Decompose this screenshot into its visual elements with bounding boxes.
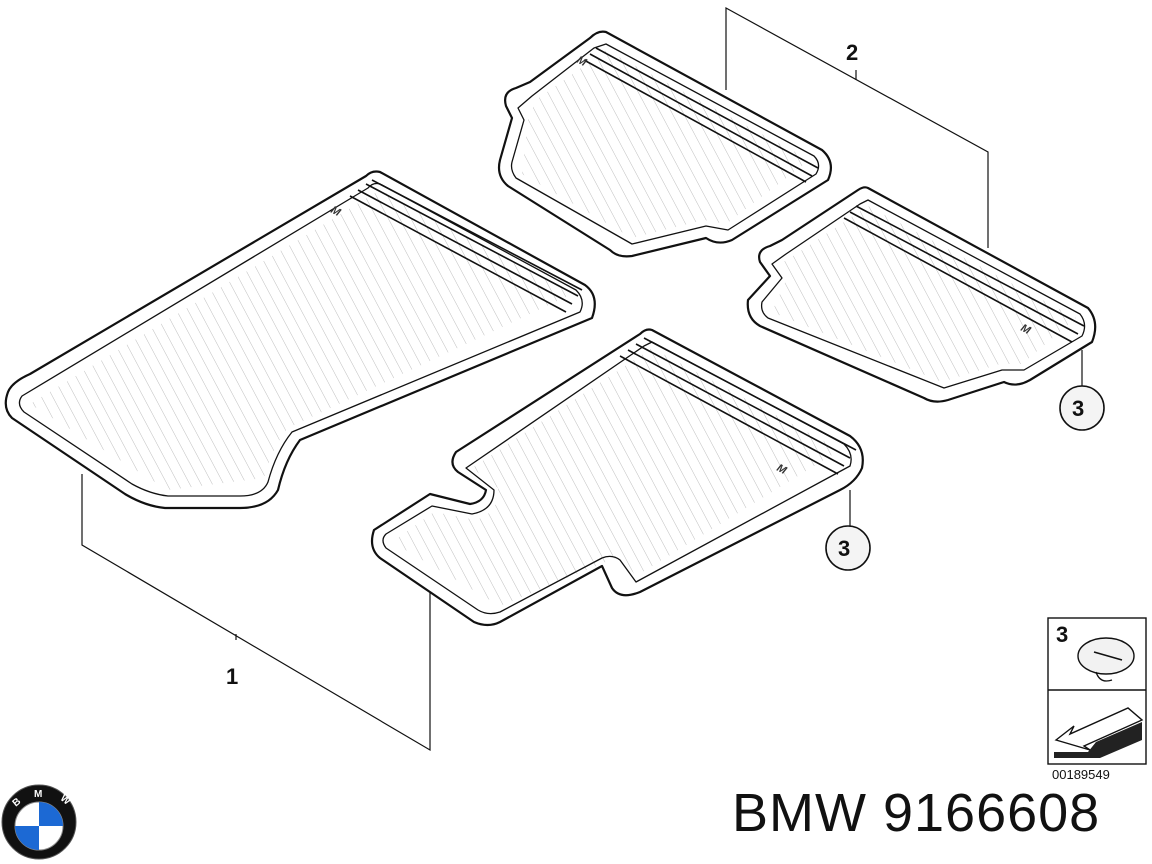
callout-1: 1 [226, 664, 238, 689]
callout-3-rear: 3 [1059, 350, 1105, 431]
svg-text:3: 3 [1072, 396, 1084, 421]
logo-letter-m: M [34, 789, 42, 800]
part-number-title: BMW 9166608 [732, 783, 1101, 843]
front-left-mat: M [4, 170, 596, 510]
rear-right-mat: M [746, 186, 1097, 403]
inset-number: 3 [1056, 622, 1068, 647]
callout-2: 2 [846, 40, 858, 65]
direction-arrow-icon [1054, 707, 1144, 758]
front-right-mat: M [370, 328, 864, 627]
diagram-id: 00189549 [1052, 767, 1110, 782]
fastener-clip-icon [1077, 637, 1135, 682]
callout-3-front: 3 [825, 490, 871, 571]
rear-right-mat-ribs [843, 205, 1085, 343]
svg-text:3: 3 [838, 536, 850, 561]
front-right-mat-ribs [619, 337, 857, 475]
callout-2-leader [725, 6, 989, 248]
callout-1-leader [81, 474, 431, 752]
bmw-logo: B M W [1, 784, 77, 860]
rear-left-mat: M [497, 30, 833, 258]
fastener-inset: 3 [1047, 617, 1147, 765]
front-left-mat-ribs [349, 179, 583, 313]
rear-left-mat-ribs [583, 47, 819, 183]
